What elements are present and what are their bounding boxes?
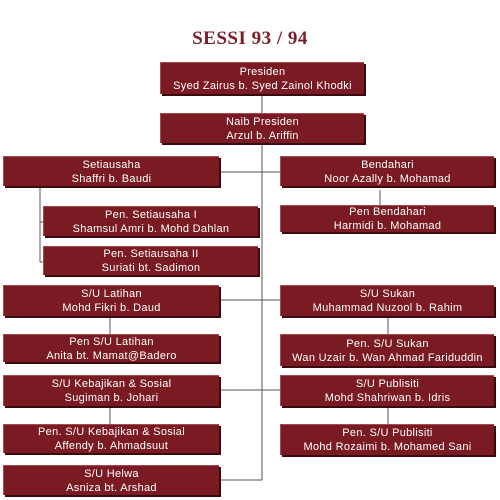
node-su-helwa: S/U Helwa Asniza bt. Arshad [3, 465, 219, 495]
node-pen-setiausaha-2: Pen. Setiausaha II Suriati bt. Sadimon [43, 246, 258, 275]
node-person: Noor Azally b. Mohamad [324, 172, 451, 185]
node-setiausaha: Setiausaha Shaffri b. Baudi [3, 156, 219, 186]
node-role: Pen. Setiausaha II [103, 248, 199, 260]
node-su-latihan: S/U Latihan Mohd Fikri b. Daud [3, 285, 219, 316]
node-person: Wan Uzair b. Wan Ahmad Fariduddin [292, 351, 483, 364]
node-role: Bendahari [361, 158, 414, 171]
node-person: Shamsul Amri b. Mohd Dahlan [72, 222, 230, 235]
node-pen-su-sukan: Pen. S/U Sukan Wan Uzair b. Wan Ahmad Fa… [280, 334, 494, 366]
node-person: Harmidi b. Mohamad [333, 220, 442, 232]
node-role: Pen. S/U Sukan [346, 337, 429, 350]
node-role: Pen. S/U Publisiti [342, 427, 433, 439]
node-person: Mohd Rozaimi b. Mohamed Sani [303, 441, 472, 453]
node-pen-setiausaha-1: Pen. Setiausaha I Shamsul Amri b. Mohd D… [43, 206, 258, 236]
node-person: Arzul b. Ariffin [226, 129, 299, 142]
node-person: Asniza bt. Arshad [66, 481, 157, 494]
node-person: Affendy b. Ahmadsuut [54, 440, 169, 452]
node-person: Anita bt. Mamat@Badero [46, 349, 177, 362]
node-person: Suriati bt. Sadimon [101, 262, 201, 274]
node-role: S/U Kebajikan & Sosial [51, 378, 172, 390]
node-role: S/U Sukan [359, 288, 416, 300]
node-role: Presiden [239, 65, 286, 78]
node-person: Muhammad Nuzool b. Rahim [312, 302, 463, 314]
node-pen-su-latihan: Pen S/U Latihan Anita bt. Mamat@Badero [3, 334, 219, 362]
node-su-kebajikan: S/U Kebajikan & Sosial Sugiman b. Johari [3, 375, 219, 406]
node-role: Pen S/U Latihan [69, 335, 154, 348]
node-su-publisiti: S/U Publisiti Mohd Shahriwan b. Idris [280, 375, 494, 406]
node-pen-su-publisiti: Pen. S/U Publisiti Mohd Rozaimi b. Moham… [280, 424, 494, 455]
node-role: Pen Bendahari [349, 206, 426, 218]
node-pen-su-kebajikan: Pen. S/U Kebajikan & Sosial Affendy b. A… [3, 424, 219, 453]
node-role: Pen. Setiausaha I [105, 208, 197, 221]
node-person: Syed Zairus b. Syed Zainol Khodki [173, 79, 352, 92]
node-presiden: Presiden Syed Zairus b. Syed Zainol Khod… [160, 62, 364, 94]
node-person: Mohd Fikri b. Daud [62, 302, 161, 314]
node-person: Shaffri b. Baudi [71, 172, 152, 185]
node-role: Pen. S/U Kebajikan & Sosial [38, 426, 185, 438]
node-role: S/U Latihan [81, 288, 142, 300]
node-su-sukan: S/U Sukan Muhammad Nuzool b. Rahim [280, 285, 494, 316]
node-role: Setiausaha [82, 158, 141, 171]
node-role: Naib Presiden [226, 115, 299, 128]
node-person: Sugiman b. Johari [64, 392, 159, 404]
node-bendahari: Bendahari Noor Azally b. Mohamad [280, 156, 494, 186]
node-person: Mohd Shahriwan b. Idris [324, 392, 451, 404]
node-role: S/U Helwa [84, 467, 139, 480]
page-title: SESSI 93 / 94 [192, 28, 308, 49]
node-pen-bendahari: Pen Bendahari Harmidi b. Mohamad [280, 205, 494, 232]
node-naib-presiden: Naib Presiden Arzul b. Ariffin [160, 113, 364, 143]
node-role: S/U Publisiti [355, 378, 420, 390]
